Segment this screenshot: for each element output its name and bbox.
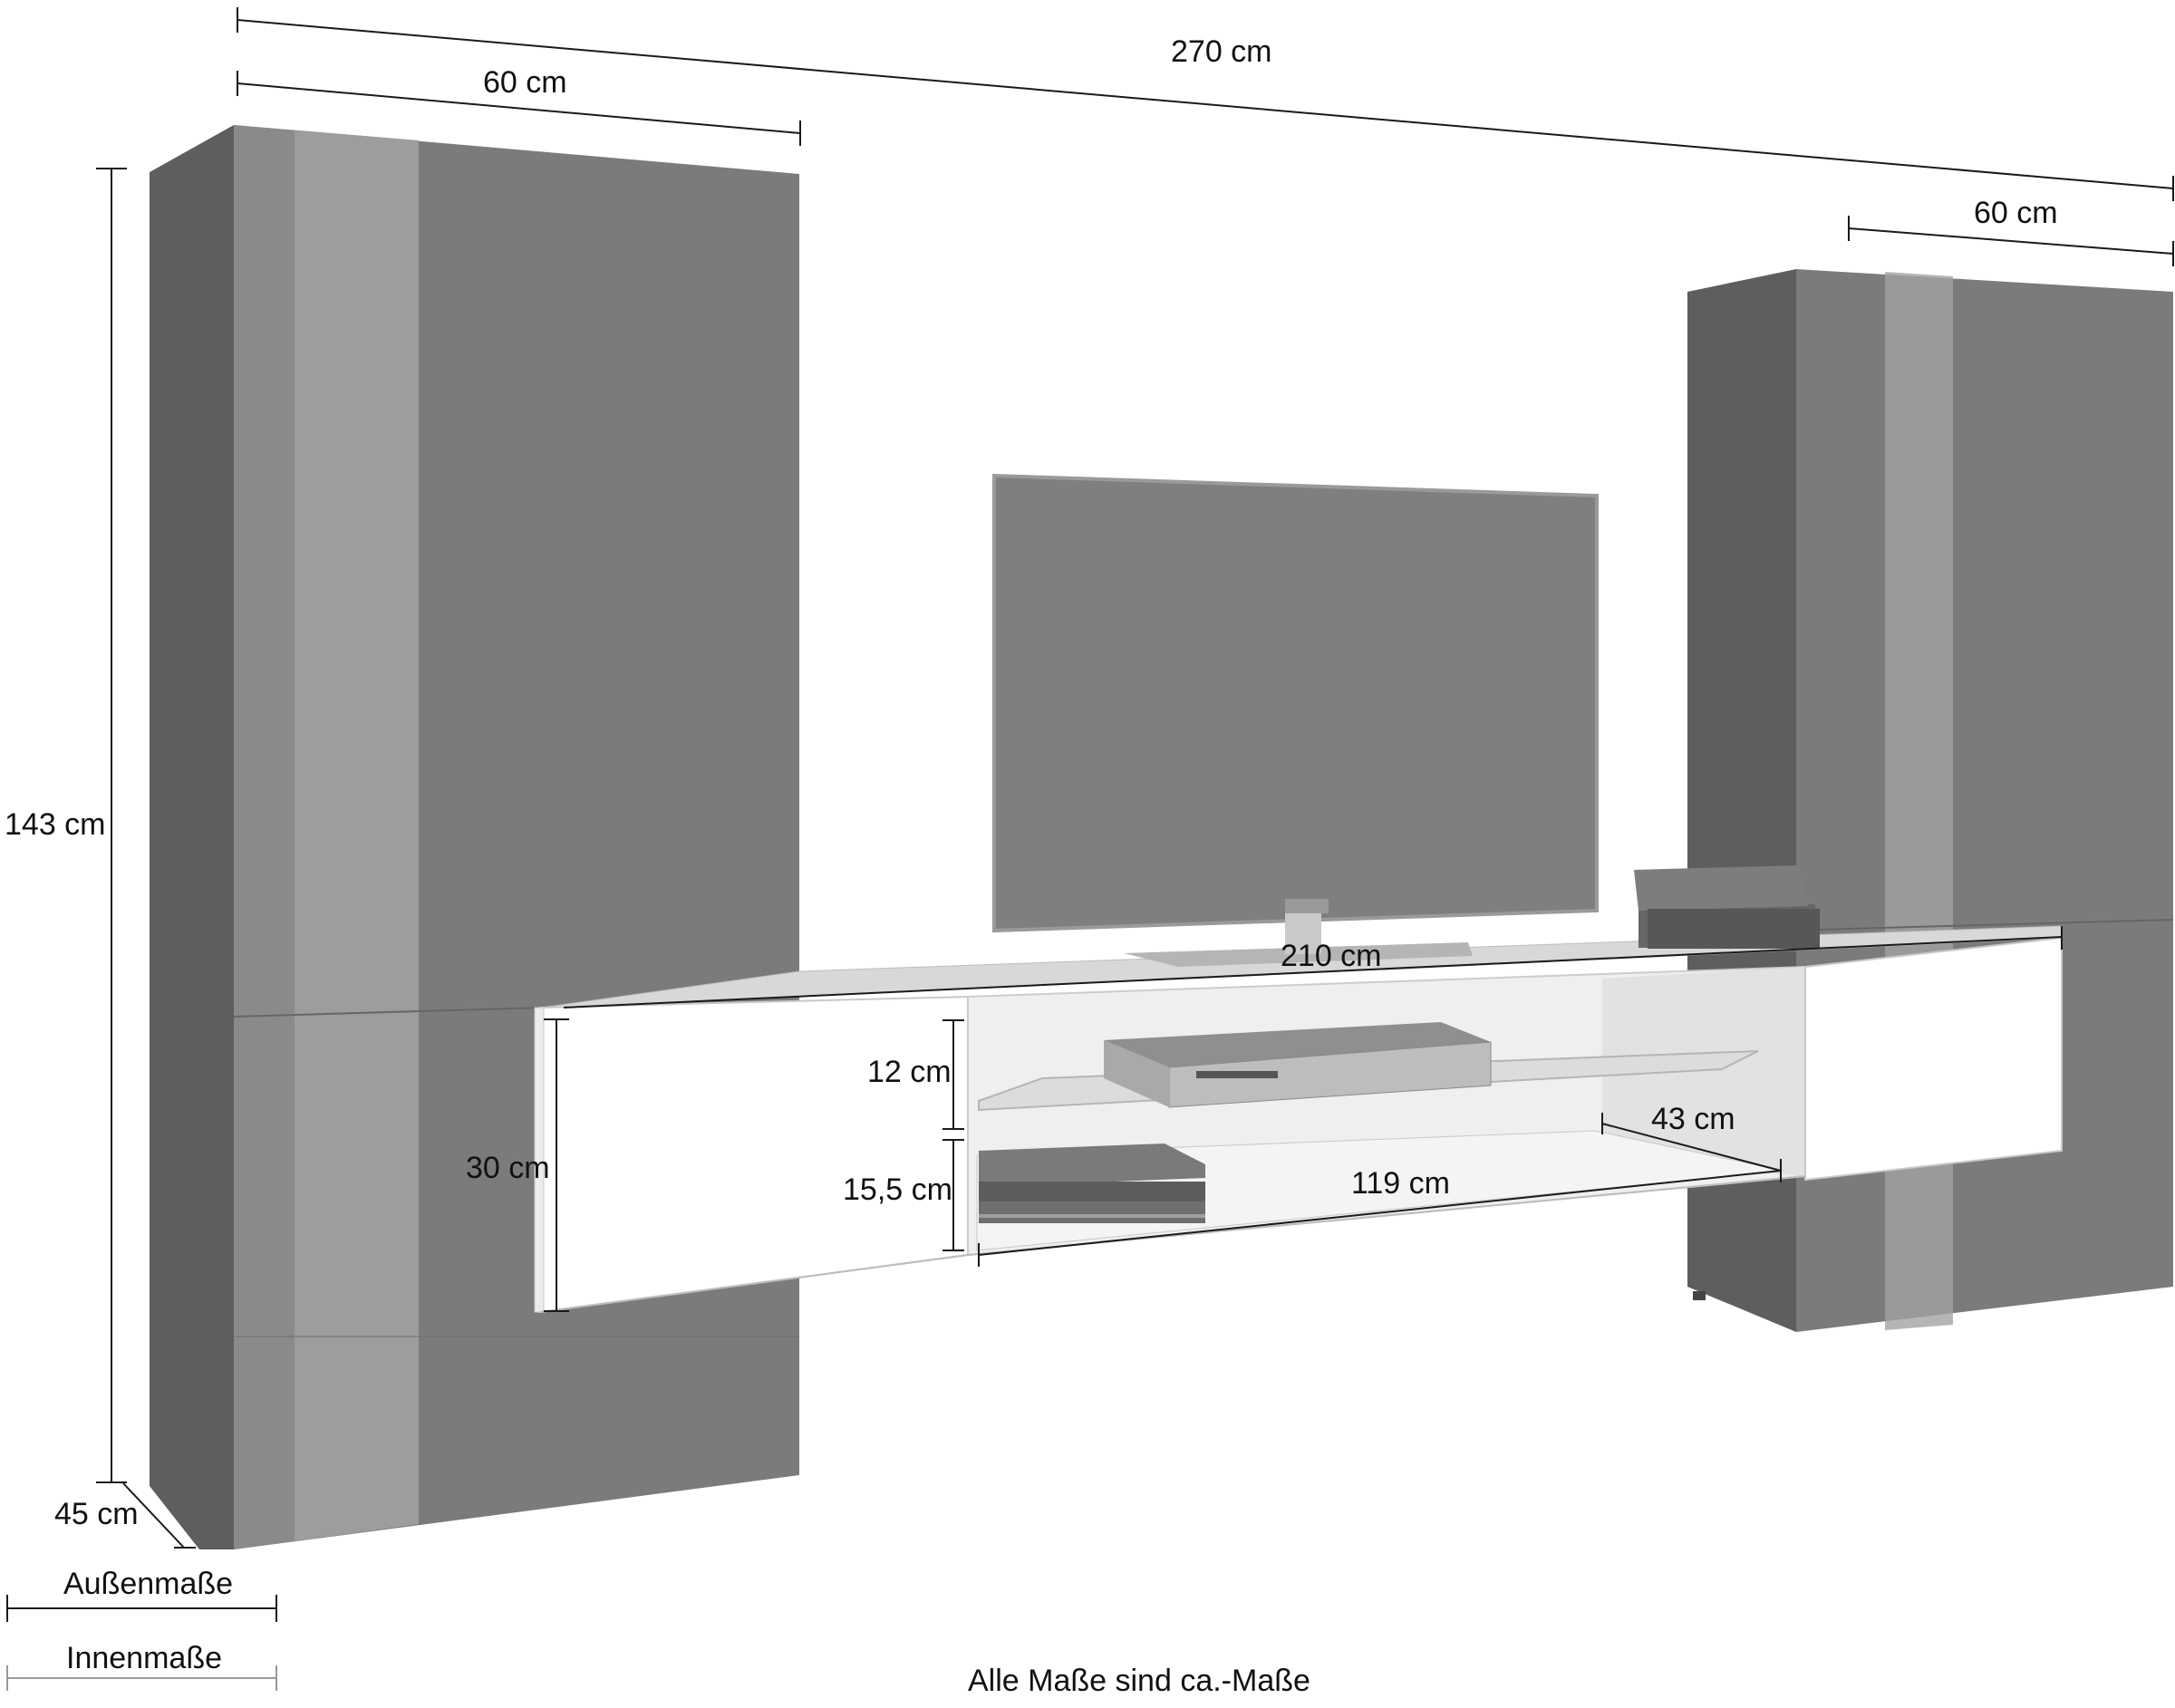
footer-note: Alle Maße sind ca.-Maße (968, 1664, 1310, 1698)
dvd-player-icon (1104, 1022, 1492, 1108)
legend-inner-line (6, 1665, 277, 1691)
total-width-label: 270 cm (1171, 34, 1272, 69)
compartment-width-label: 119 cm (1351, 1166, 1450, 1201)
upper-compartment-height-label: 12 cm (867, 1055, 952, 1089)
legend-inner-label: Innenmaße (66, 1641, 222, 1675)
right-cabinet-width-label: 60 cm (1974, 196, 2058, 230)
tv-board-width-label: 210 cm (1281, 939, 1382, 973)
left-cabinet-width-label: 60 cm (483, 65, 567, 100)
books-top-icon (1634, 865, 1820, 949)
lower-compartment-height-label: 15,5 cm (843, 1172, 952, 1207)
legend-outer-label: Außenmaße (63, 1567, 234, 1601)
tv-icon (992, 473, 1599, 967)
books-icon (979, 1143, 1205, 1223)
compartment-depth-label: 43 cm (1651, 1102, 1735, 1136)
dimension-lines (6, 7, 2174, 1622)
height-label: 143 cm (5, 807, 106, 842)
depth-label: 45 cm (54, 1497, 139, 1531)
left-cabinet (150, 125, 799, 1549)
tv-board-height-label: 30 cm (466, 1151, 550, 1185)
